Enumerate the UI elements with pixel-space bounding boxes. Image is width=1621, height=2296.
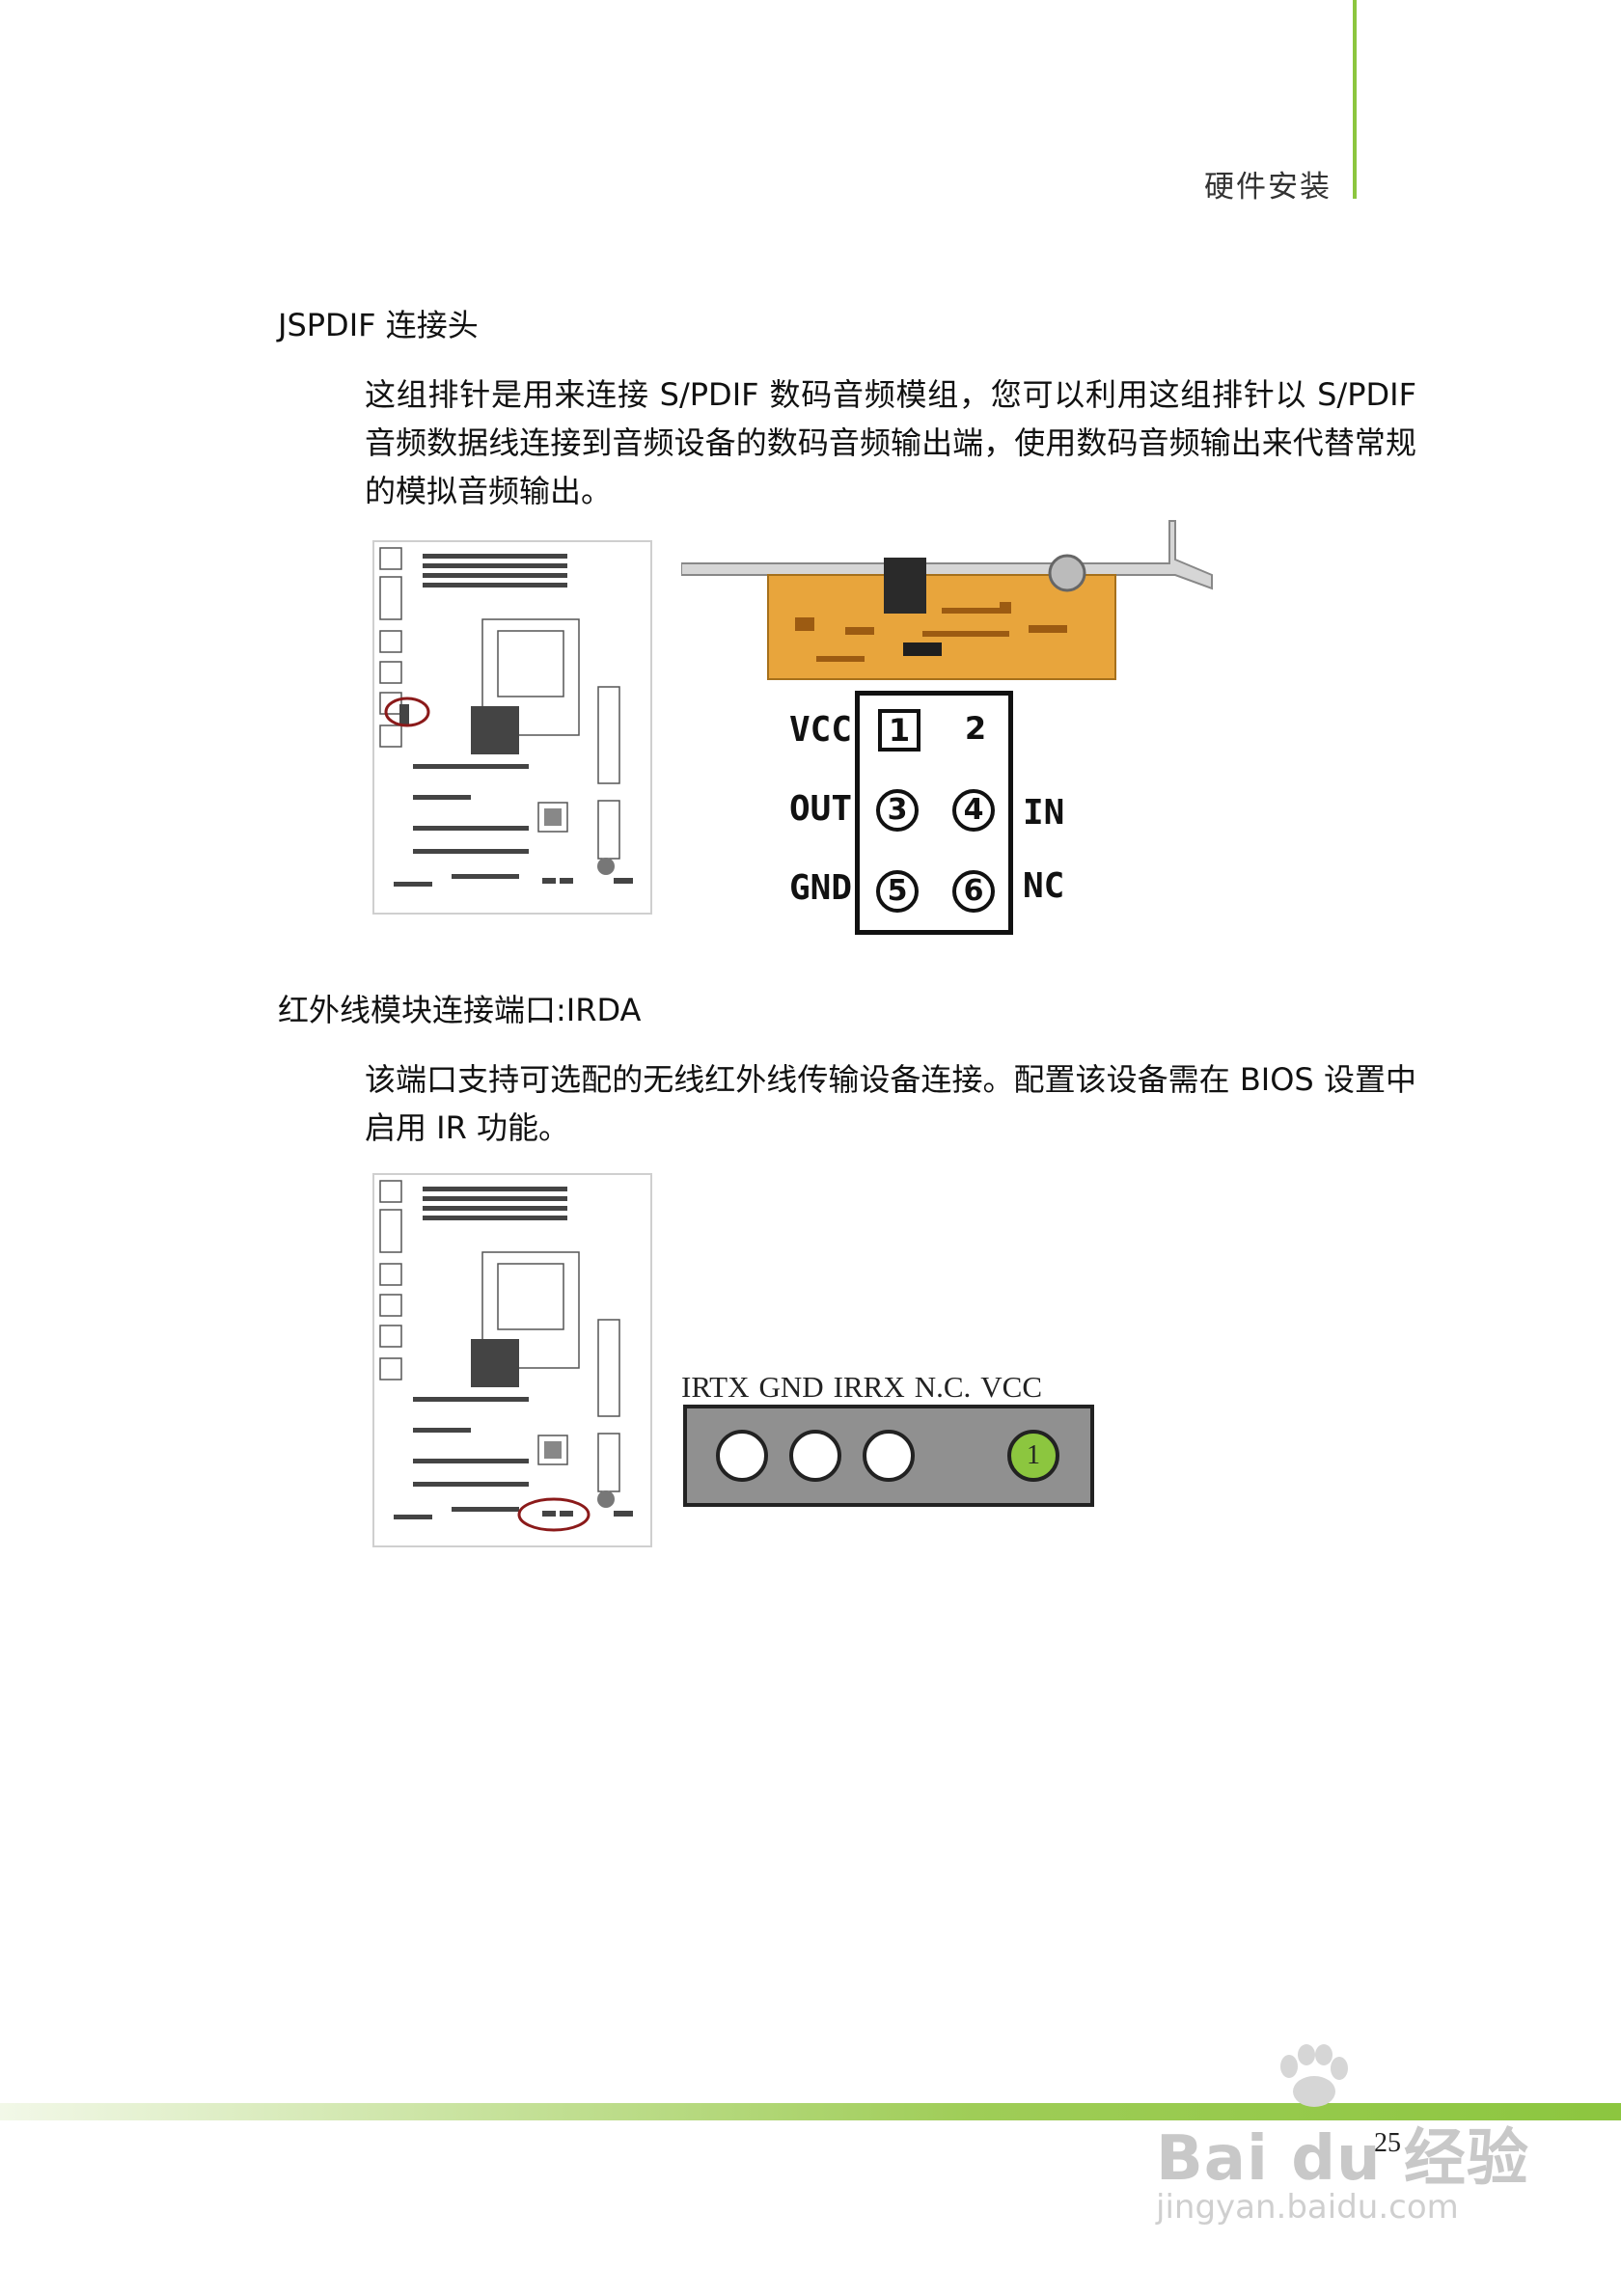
irda-label-nc: N.C. bbox=[914, 1370, 972, 1404]
pin-4: 4 bbox=[952, 789, 995, 832]
motherboard-diagram-jspdif bbox=[372, 540, 652, 915]
irda-label-vcc: VCC bbox=[980, 1370, 1043, 1404]
irda-pin-irrx bbox=[863, 1430, 915, 1482]
pin-label-gnd: GND bbox=[789, 868, 853, 908]
motherboard-diagram-irda bbox=[372, 1173, 652, 1547]
pin-label-out: OUT bbox=[789, 789, 853, 829]
paw-icon bbox=[1280, 2044, 1348, 2107]
irda-pin-irtx bbox=[716, 1430, 768, 1482]
pin-label-nc: NC bbox=[1023, 866, 1065, 906]
jspdif-description: 这组排针是用来连接 S/PDIF 数码音频模组，您可以利用这组排针以 S/PDI… bbox=[365, 376, 1416, 509]
pin-6: 6 bbox=[952, 870, 995, 913]
irda-label-gnd: GND bbox=[758, 1370, 824, 1404]
pin-5: 5 bbox=[876, 870, 919, 913]
pin-1: 1 bbox=[878, 709, 920, 752]
pin-3: 3 bbox=[876, 789, 919, 832]
spdif-header-diagram bbox=[855, 691, 1013, 935]
irda-pin-gnd bbox=[789, 1430, 841, 1482]
baidu-watermark-url: jingyan.baidu.com bbox=[1156, 2188, 1459, 2227]
header-accent-line bbox=[1353, 0, 1357, 199]
irda-label-irrx: IRRX bbox=[833, 1370, 905, 1404]
page-number: 25 bbox=[1374, 2128, 1401, 2158]
pin-label-in: IN bbox=[1023, 793, 1065, 833]
irda-label-irtx: IRTX bbox=[681, 1370, 750, 1404]
irda-description: 该端口支持可选配的无线红外线传输设备连接。配置该设备需在 BIOS 设置中启用 … bbox=[365, 1061, 1416, 1146]
pin-2: 2 bbox=[964, 710, 987, 747]
irda-heading: 红外线模块连接端口:IRDA bbox=[278, 992, 642, 1028]
footer-gradient-bar bbox=[0, 2103, 1621, 2120]
irda-pin-vcc: 1 bbox=[1007, 1430, 1059, 1482]
baidu-watermark-logo: Bai du 经验 bbox=[1156, 2123, 1529, 2195]
pin-label-vcc: VCC bbox=[789, 710, 853, 750]
spdif-bracket-image bbox=[680, 511, 1222, 689]
chapter-title: 硬件安装 bbox=[1204, 170, 1332, 205]
jspdif-heading: JSPDIF 连接头 bbox=[278, 307, 479, 343]
